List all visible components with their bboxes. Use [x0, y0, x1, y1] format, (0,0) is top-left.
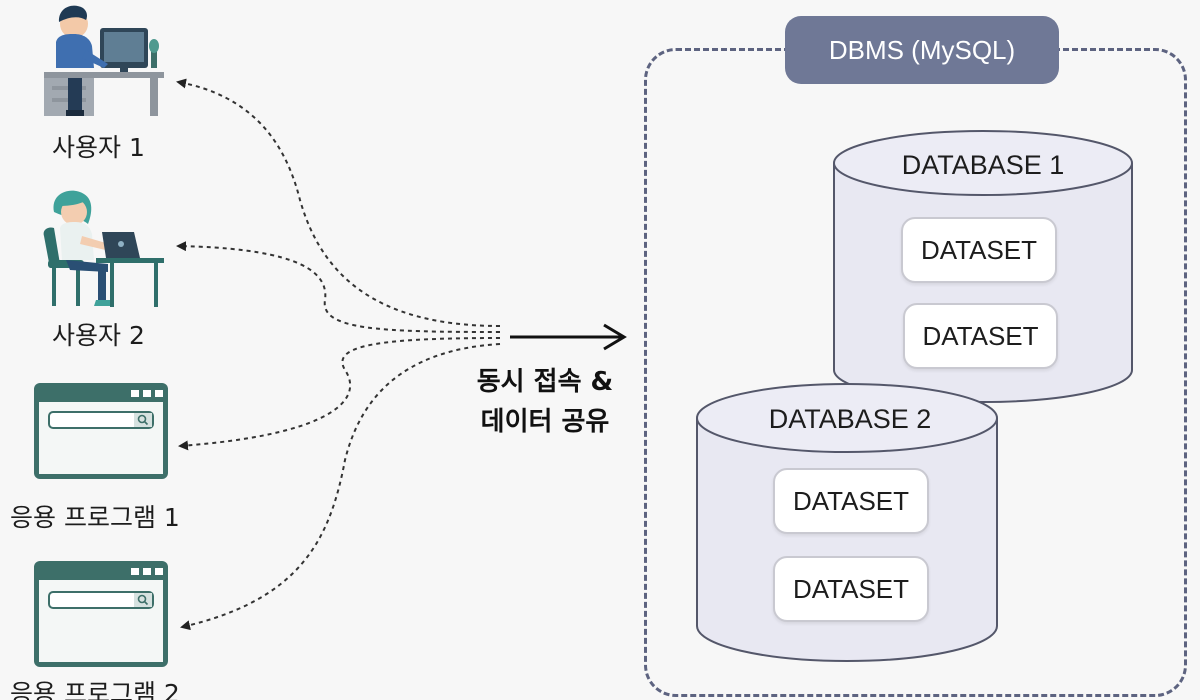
user-with-laptop-icon [36, 184, 166, 310]
database-2-name: DATABASE 2 [769, 404, 932, 434]
dbms-title-badge: DBMS (MySQL) [785, 16, 1059, 84]
connector-user-2 [176, 241, 501, 333]
connector-app-1 [178, 337, 501, 451]
client-label-app-1: 응용 프로그램 1 [10, 503, 180, 532]
database-2-dataset-2: DATASET [773, 556, 929, 622]
browser-window-icon [33, 560, 169, 668]
connection-caption-line-2: 데이터 공유 [480, 407, 610, 437]
database-2-dataset-1: DATASET [773, 468, 929, 534]
connector-user-1 [176, 78, 501, 327]
connection-arrowhead [603, 323, 627, 351]
client-label-user-1: 사용자 1 [52, 133, 145, 162]
connection-caption-line-1: 동시 접속 & [476, 367, 614, 397]
client-label-user-2: 사용자 2 [52, 321, 145, 350]
database-1-dataset-1: DATASET [901, 217, 1057, 283]
client-label-app-2: 응용 프로그램 2 [10, 679, 180, 700]
connection-caption: 동시 접속 & 데이터 공유 [440, 362, 650, 442]
database-1-name: DATABASE 1 [902, 150, 1065, 180]
connector-app-2 [180, 343, 501, 631]
user-at-desktop-icon [38, 2, 166, 120]
database-1-dataset-2: DATASET [903, 303, 1058, 369]
browser-window-icon [33, 382, 169, 480]
